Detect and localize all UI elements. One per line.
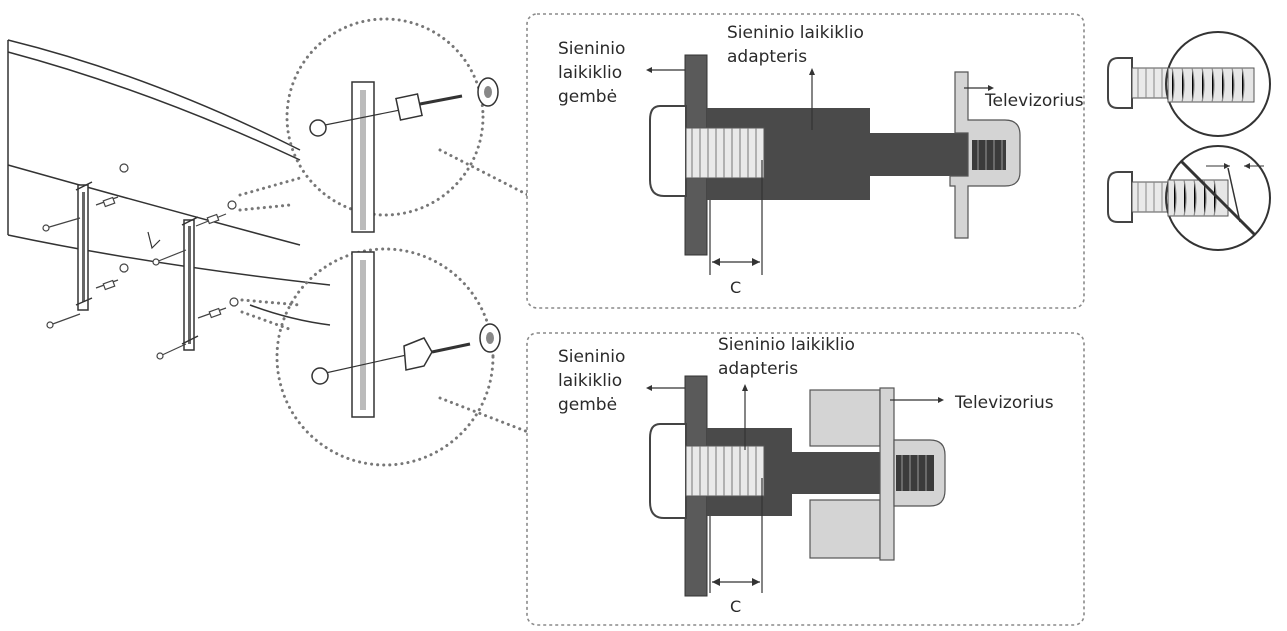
screw-incorrect-example [1107,145,1271,251]
cross-section-top: Sieninio laikiklio gembė Sieninio laikik… [526,13,1085,309]
label-tv-top: Televizorius [984,91,1084,111]
label-adapter-top-line2: adapteris [727,47,807,67]
wall-bracket-right [181,216,199,351]
dimension-c-bottom: C [730,597,741,616]
zoom-leaders [238,148,530,434]
label-bracket-top-line1: Sieninio [558,39,625,59]
label-bracket-bottom-line2: laikiklio [558,371,622,391]
wall-bracket-left [75,181,93,311]
screw-correct-example [1107,31,1271,137]
label-bracket-top-line2: laikiklio [558,63,622,83]
cross-section-bottom: Sieninio laikiklio gembė Sieninio laikik… [526,332,1085,626]
label-bracket-top-line3: gembė [558,87,617,107]
zoom-circle-bottom [275,247,501,467]
zoom-circle-top [285,17,499,233]
label-bracket-bottom-line1: Sieninio [558,347,625,367]
label-adapter-bottom-line2: adapteris [718,359,798,379]
label-adapter-top-line1: Sieninio laikiklio [727,23,864,43]
label-adapter-bottom-line1: Sieninio laikiklio [718,335,855,355]
dimension-c-top: C [730,278,741,297]
label-tv-bottom: Televizorius [954,393,1054,413]
label-bracket-bottom-line3: gembė [558,395,617,415]
mounting-screws [42,163,239,360]
